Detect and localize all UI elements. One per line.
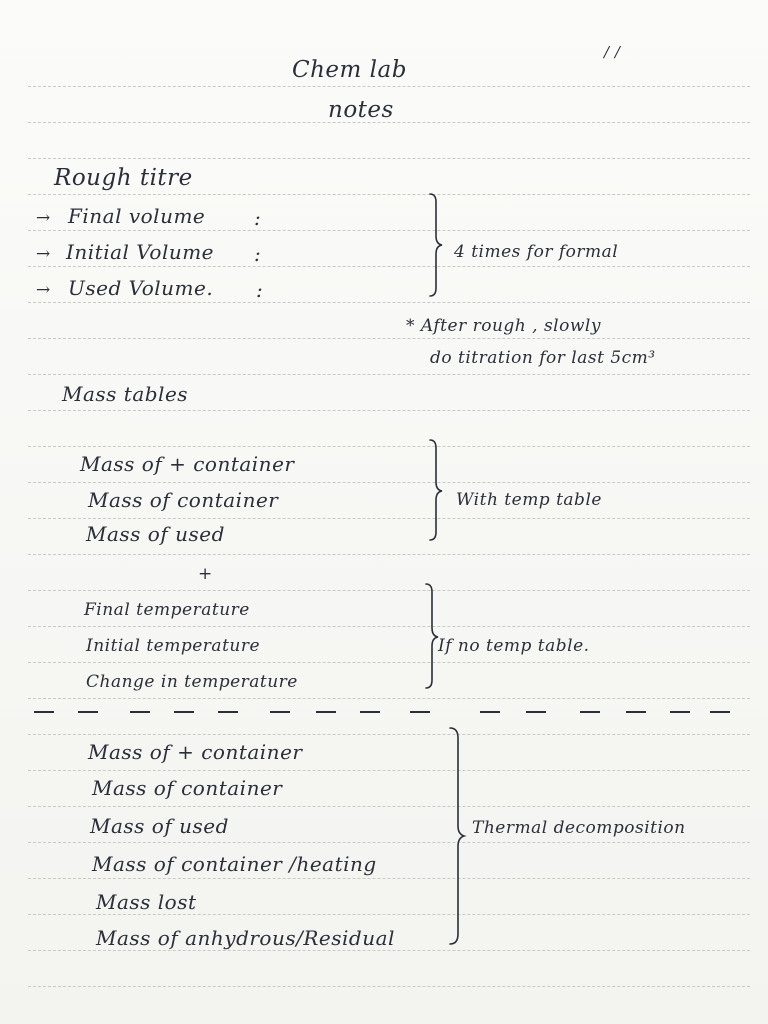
plus-sign: + [198,564,213,584]
thermal-row-4: Mass of container /heating [92,852,377,876]
temp-row-initial: Initial temperature [86,636,261,656]
thermal-row-1: Mass of + container [88,740,303,764]
page-title: Chem lab [292,57,407,83]
ruled-line [28,806,750,807]
page-subtitle: notes [328,97,394,123]
rough-brace-note: 4 times for formal [454,242,619,262]
ruled-line [28,302,750,303]
ruled-line [28,266,750,267]
ruled-line [28,734,750,735]
ruled-line [28,626,750,627]
thermal-brace [449,727,467,945]
rough-label-final: Final volume [68,204,206,228]
rough-label-initial: Initial Volume [66,240,215,264]
rough-arrow-2: → [36,244,51,264]
ruled-line [28,554,750,555]
thermal-row-3: Mass of used [90,814,229,838]
separator-dash [626,711,646,713]
ruled-line [28,698,750,699]
separator-dash [710,711,730,713]
ruled-line [28,374,750,375]
date-marks: / / [604,43,621,61]
mass-row-3: Mass of used [86,522,225,546]
rough-colon-1: : [254,206,262,230]
separator-dash [174,711,194,713]
ruled-line [28,662,750,663]
thermal-row-6: Mass of anhydrous/Residual [96,926,395,950]
separator-dash [78,711,98,713]
ruled-line [28,518,750,519]
separator-dash [130,711,150,713]
rough-brace [429,193,443,297]
ruled-line [28,86,750,87]
separator-dash [670,711,690,713]
separator-dash [270,711,290,713]
rough-titre-heading: Rough titre [54,165,193,191]
ruled-line [28,194,750,195]
temp-brace-note: If no temp table. [438,636,590,656]
after-rough-note-1: * After rough , slowly [406,316,601,336]
rough-arrow-3: → [36,280,51,300]
temp-row-final: Final temperature [84,600,250,620]
ruled-line [28,338,750,339]
ruled-line [28,482,750,483]
separator-dash [480,711,500,713]
ruled-line [28,986,750,987]
separator-dash [360,711,380,713]
ruled-line [28,914,750,915]
ruled-line [28,122,750,123]
ruled-line [28,950,750,951]
separator-dash [218,711,238,713]
mass-row-2: Mass of container [88,488,279,512]
ruled-line [28,230,750,231]
rough-label-used: Used Volume. [68,276,214,300]
thermal-brace-note: Thermal decomposition [472,818,686,838]
ruled-line [28,770,750,771]
separator-dash [34,711,54,713]
ruled-line [28,410,750,411]
separator-dash [410,711,430,713]
mass-brace [429,439,443,541]
mass-row-1: Mass of + container [80,452,295,476]
ruled-line [28,158,750,159]
ruled-line [28,842,750,843]
thermal-row-2: Mass of container [92,776,283,800]
temp-brace [425,583,439,689]
section-separator [34,705,730,719]
rough-colon-2: : [254,242,262,266]
ruled-line [28,878,750,879]
rough-arrow-1: → [36,208,51,228]
mass-tables-heading: Mass tables [62,382,189,406]
after-rough-note-2: do titration for last 5cm³ [430,348,656,368]
temp-row-change: Change in temperature [86,672,298,692]
separator-dash [526,711,546,713]
separator-dash [580,711,600,713]
mass-brace-note: With temp table [456,490,602,510]
ruled-line [28,590,750,591]
rough-colon-3: : [256,278,264,302]
separator-dash [316,711,336,713]
thermal-row-5: Mass lost [96,890,197,914]
ruled-line [28,446,750,447]
